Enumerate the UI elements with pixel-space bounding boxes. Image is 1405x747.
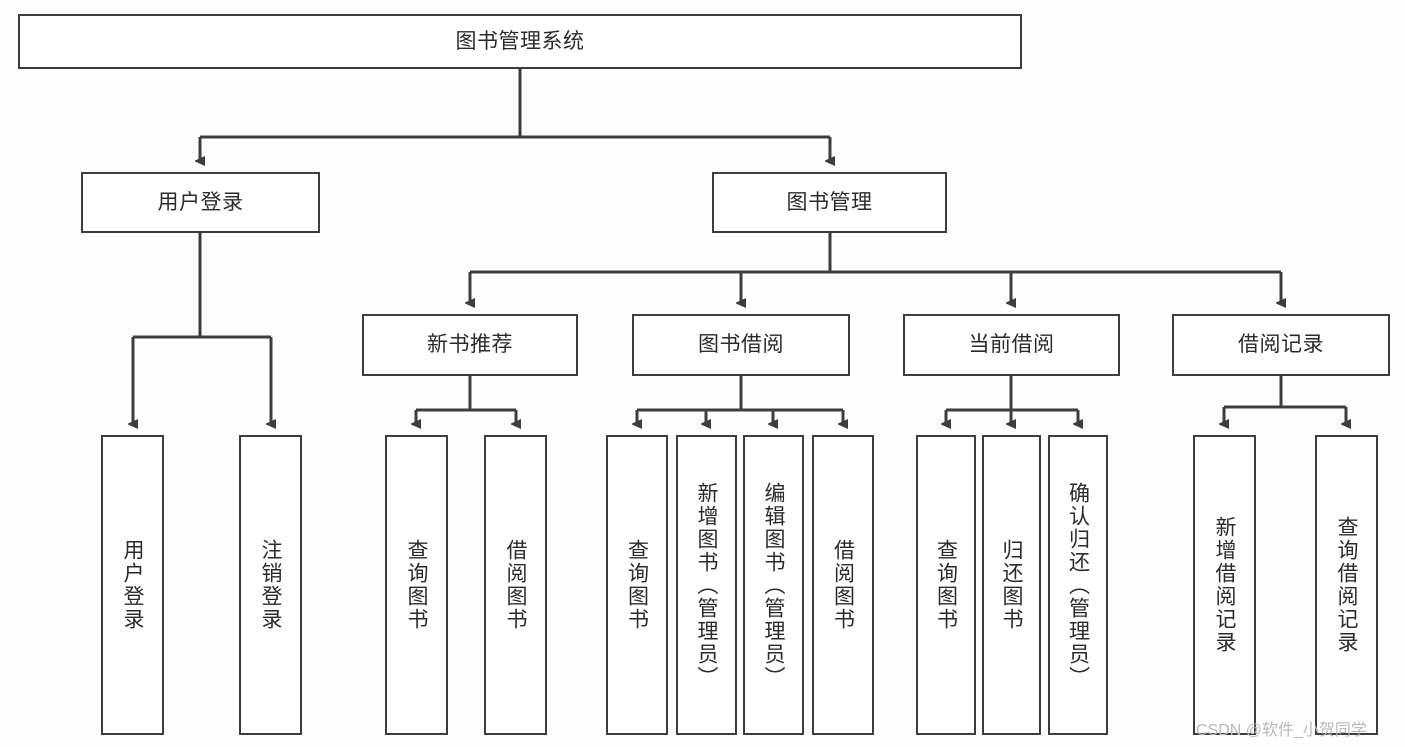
node-leaf-query-book[interactable]: 查询图书 bbox=[606, 435, 668, 735]
node-borrow-records[interactable]: 借阅记录 bbox=[1172, 314, 1390, 376]
node-root-label: 图书管理系统 bbox=[455, 29, 585, 53]
node-user-login-label: 用户登录 bbox=[157, 190, 244, 214]
node-borrow-records-label: 借阅记录 bbox=[1238, 333, 1324, 357]
node-leaf-user-login[interactable]: 用户登录 bbox=[101, 435, 164, 735]
node-new-book-recommend-label: 新书推荐 bbox=[427, 333, 513, 357]
node-leaf-borrow-book-label: 借阅图书 bbox=[831, 539, 855, 631]
node-leaf-query-book-recommend-label: 查询图书 bbox=[405, 539, 428, 631]
node-leaf-borrow-book[interactable]: 借阅图书 bbox=[812, 435, 874, 735]
node-leaf-user-login-label: 用户登录 bbox=[121, 539, 144, 631]
node-book-borrow[interactable]: 图书借阅 bbox=[632, 314, 850, 376]
node-leaf-confirm-return-admin[interactable]: 确认归还（管理员） bbox=[1048, 435, 1108, 735]
node-leaf-query-book-current[interactable]: 查询图书 bbox=[916, 435, 976, 735]
node-leaf-add-book-admin[interactable]: 新增图书（管理员） bbox=[676, 435, 737, 735]
node-leaf-return-book-label: 归还图书 bbox=[1000, 539, 1023, 631]
node-book-management-label: 图书管理 bbox=[786, 190, 873, 214]
node-current-borrow-label: 当前借阅 bbox=[968, 333, 1055, 357]
node-leaf-query-book-recommend[interactable]: 查询图书 bbox=[385, 435, 448, 735]
watermark-text: CSDN @软件_小贺同学 bbox=[1196, 722, 1367, 739]
node-leaf-borrow-book-recommend[interactable]: 借阅图书 bbox=[484, 435, 547, 735]
node-user-login[interactable]: 用户登录 bbox=[81, 172, 320, 233]
node-root[interactable]: 图书管理系统 bbox=[18, 14, 1022, 69]
node-leaf-add-book-admin-label: 新增图书（管理员） bbox=[695, 481, 718, 689]
node-book-management[interactable]: 图书管理 bbox=[712, 172, 947, 233]
node-leaf-return-book[interactable]: 归还图书 bbox=[982, 435, 1041, 735]
node-leaf-borrow-book-recommend-label: 借阅图书 bbox=[504, 539, 527, 631]
node-leaf-query-borrow-record[interactable]: 查询借阅记录 bbox=[1315, 435, 1378, 735]
node-new-book-recommend[interactable]: 新书推荐 bbox=[362, 314, 578, 376]
node-leaf-logout-label: 注销登录 bbox=[259, 539, 282, 631]
node-book-borrow-label: 图书借阅 bbox=[698, 333, 784, 357]
node-leaf-edit-book-admin-label: 编辑图书（管理员） bbox=[762, 481, 785, 689]
node-leaf-edit-book-admin[interactable]: 编辑图书（管理员） bbox=[743, 435, 804, 735]
node-leaf-add-borrow-record-label: 新增借阅记录 bbox=[1213, 516, 1236, 654]
node-leaf-confirm-return-admin-label: 确认归还（管理员） bbox=[1066, 481, 1090, 689]
node-leaf-query-book-label: 查询图书 bbox=[625, 539, 649, 631]
node-leaf-logout[interactable]: 注销登录 bbox=[239, 435, 302, 735]
node-leaf-add-borrow-record[interactable]: 新增借阅记录 bbox=[1193, 435, 1256, 735]
node-current-borrow[interactable]: 当前借阅 bbox=[903, 314, 1120, 376]
node-leaf-query-borrow-record-label: 查询借阅记录 bbox=[1335, 516, 1358, 654]
node-leaf-query-book-current-label: 查询图书 bbox=[934, 539, 958, 631]
